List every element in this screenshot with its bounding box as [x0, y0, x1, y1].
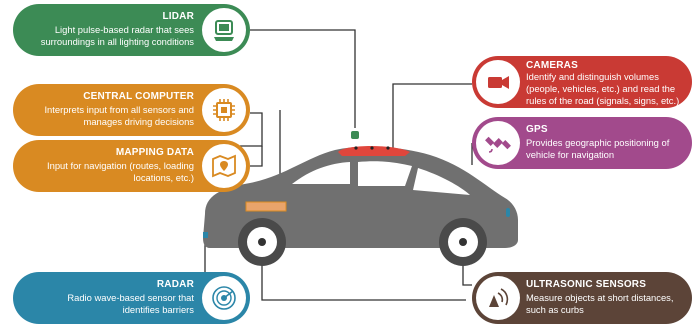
mapping-data-description: Input for navigation (routes, loading lo…: [4, 160, 194, 184]
lidar-dome: [351, 131, 359, 139]
desc-line: rules of the road (signals, signs, etc.): [526, 95, 680, 106]
desc-line: identifies barriers: [122, 304, 194, 315]
mapping-connector: [250, 146, 263, 167]
gps-description: Provides geographic positioning of vehic…: [526, 137, 692, 161]
desc-line: locations, etc.): [133, 172, 194, 183]
rear-wheel-center: [258, 238, 266, 246]
lidar-callout: LIDAR Light pulse-based radar that sees …: [13, 4, 250, 56]
desc-line: manages driving decisions: [83, 116, 194, 127]
rear-window: [292, 162, 350, 184]
ultrasonic-title: ULTRASONIC SENSORS: [526, 279, 647, 290]
desc-line: (people, vehicles, etc.) and read the: [526, 83, 676, 94]
cameras-callout: CAMERAS Identify and distinguish volumes…: [472, 56, 692, 108]
radar-title: RADAR: [156, 279, 194, 290]
cameras-description: Identify and distinguish volumes (people…: [526, 71, 692, 107]
radar-callout: RADAR Radio wave-based sensor that ident…: [13, 272, 250, 324]
ultrasonic-connector: [261, 255, 466, 301]
central-computer-title: CENTRAL COMPUTER: [83, 91, 194, 102]
mapping-data-callout: MAPPING DATA Input for navigation (route…: [13, 140, 250, 192]
lidar-connector: [250, 29, 356, 128]
central-computer-callout: CENTRAL COMPUTER Interprets input from a…: [13, 84, 250, 136]
windshield: [413, 168, 470, 195]
front-sensor-mark: [506, 208, 510, 217]
desc-line: Identify and distinguish volumes: [526, 71, 659, 82]
lidar-scanner-icon: [202, 8, 246, 52]
radar-icon: [202, 276, 246, 320]
central-computer-box: [245, 201, 287, 212]
ultrasonic-description: Measure objects at short distances, such…: [526, 292, 692, 316]
gps-callout: GPS Provides geographic positioning of v…: [472, 117, 692, 169]
central-computer-description: Interprets input from all sensors and ma…: [4, 104, 194, 128]
cameras-title: CAMERAS: [526, 60, 578, 71]
satellite-icon: [476, 121, 520, 165]
roof-sensor-dot: [354, 146, 358, 150]
car: [203, 131, 518, 266]
desc-line: vehicle for navigation: [526, 149, 615, 160]
roof-sensor-dot: [386, 146, 390, 150]
cpu-chip-icon: [202, 88, 246, 132]
map-pin-icon: [202, 144, 246, 188]
radar-description: Radio wave-based sensor that identifies …: [4, 292, 194, 316]
desc-line: Interprets input from all sensors and: [44, 104, 194, 115]
desc-line: such as curbs: [526, 304, 584, 315]
front-side-window: [358, 161, 412, 186]
mapping-data-title: MAPPING DATA: [115, 147, 194, 158]
ultrasonic-waves-icon: [476, 276, 520, 320]
cameras-connector: [392, 83, 472, 150]
lidar-title: LIDAR: [162, 11, 194, 22]
desc-line: Light pulse-based radar that sees: [54, 24, 194, 35]
desc-line: Measure objects at short distances,: [526, 292, 674, 303]
front-wheel-center: [459, 238, 467, 246]
lidar-description: Light pulse-based radar that sees surrou…: [4, 24, 194, 48]
gps-title: GPS: [526, 124, 548, 135]
desc-line: Input for navigation (routes, loading: [47, 160, 194, 171]
desc-line: Provides geographic positioning of: [526, 137, 670, 148]
computer-connector: [240, 112, 263, 147]
roof-sensor-dot: [370, 146, 374, 150]
radar-sensor-mark: [203, 232, 208, 238]
desc-line: Radio wave-based sensor that: [67, 292, 194, 303]
desc-line: surroundings in all lighting conditions: [40, 36, 194, 47]
ultrasonic-callout: ULTRASONIC SENSORS Measure objects at sh…: [472, 272, 692, 324]
roof-sensor: [338, 146, 410, 156]
video-camera-icon: [476, 60, 520, 104]
car-body: [203, 146, 518, 248]
